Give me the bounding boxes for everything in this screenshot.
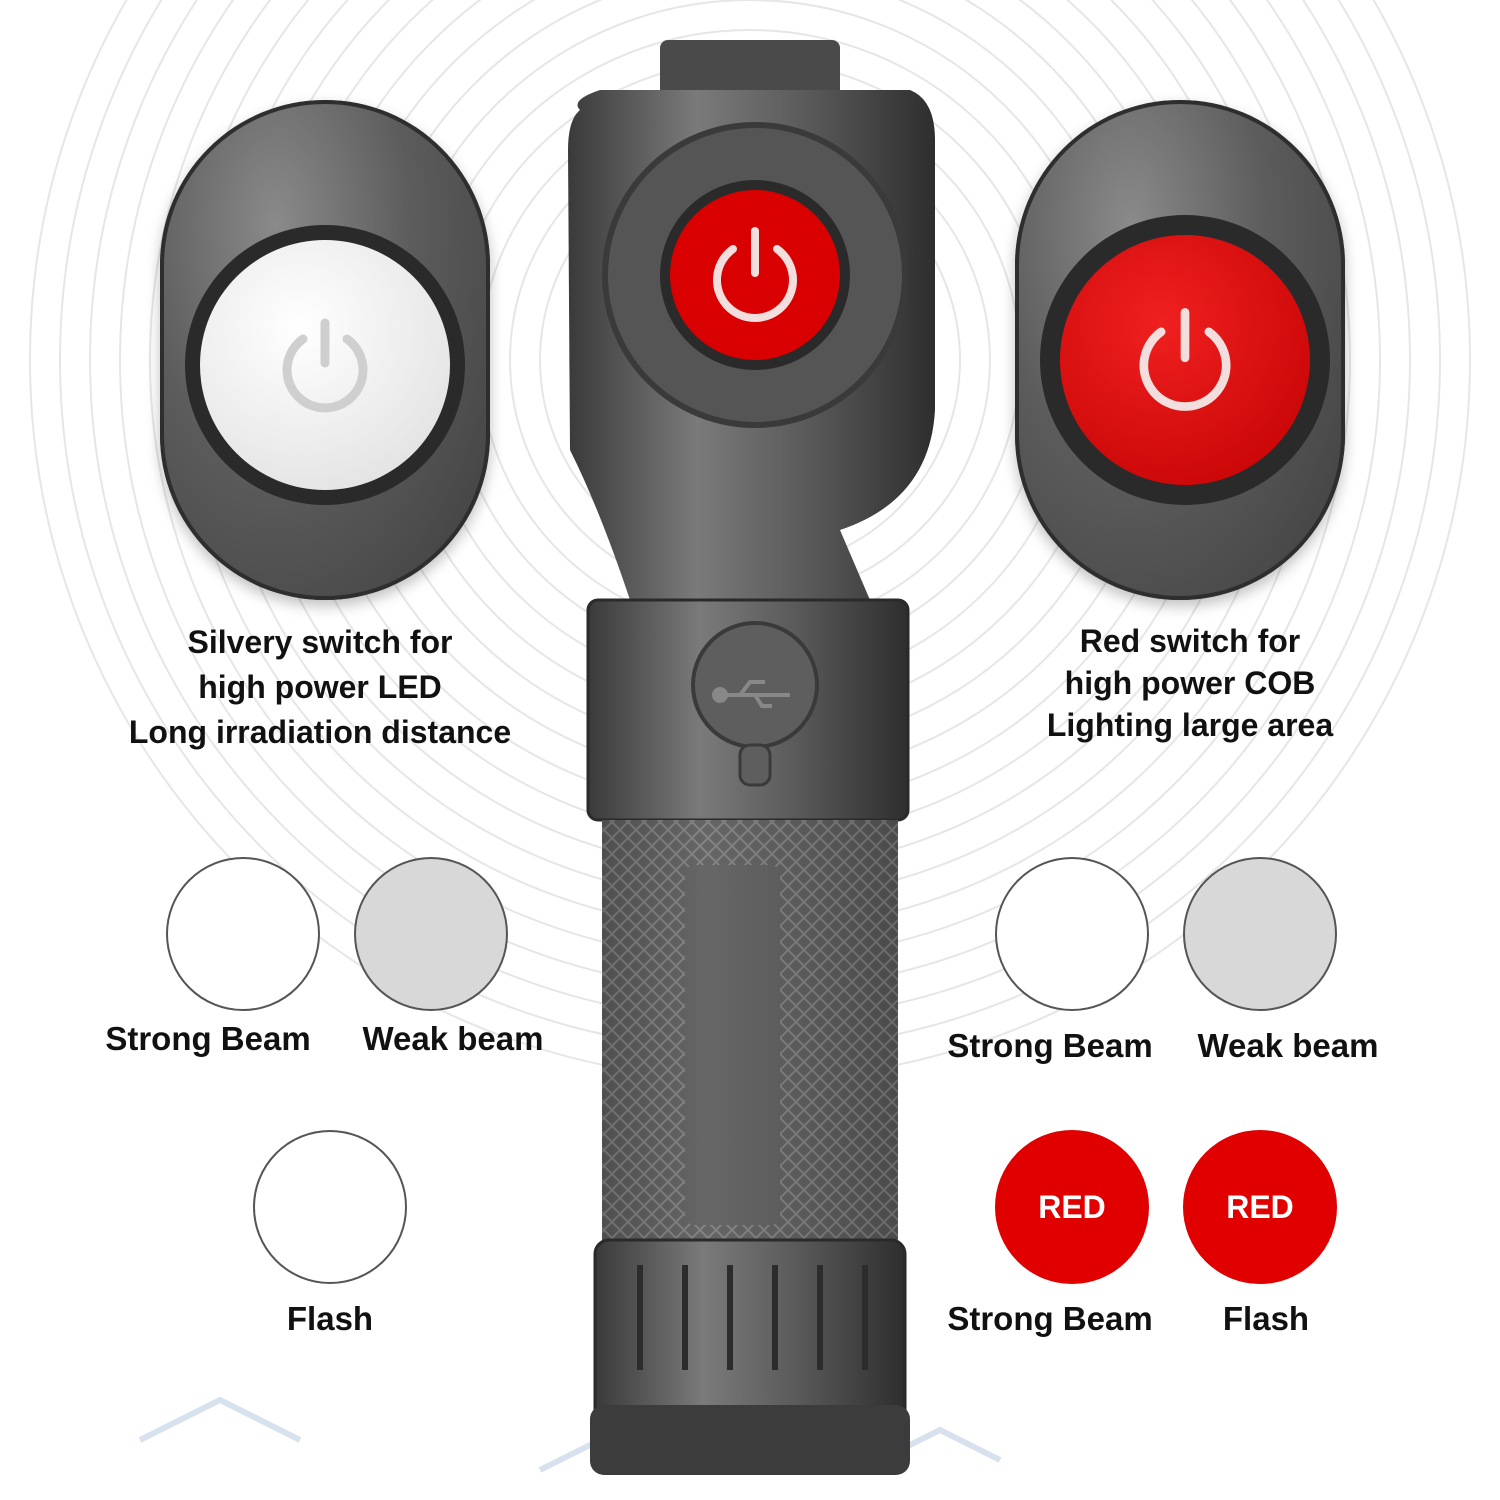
red-switch-face: [1060, 235, 1310, 485]
mode-swatch-red-flash: RED: [1183, 1130, 1337, 1284]
power-icon: [1139, 308, 1231, 411]
usb-cover-tab: [738, 743, 772, 787]
flashlight-head-top: [660, 40, 840, 100]
caption-line: Long irradiation distance: [128, 714, 512, 750]
mode-label-red-strong-beam: Strong Beam: [947, 1300, 1153, 1337]
red-switch-caption: Red switch for high power COB Lighting l…: [1000, 620, 1380, 746]
red-mode-text: RED: [1038, 1188, 1106, 1225]
mode-swatch-strong-beam: [995, 857, 1149, 1011]
usb-icon: [712, 680, 790, 708]
mode-swatch-weak-beam: [354, 857, 508, 1011]
flashlight-tail-ring: [590, 1405, 910, 1475]
caption-line: Red switch for: [1079, 623, 1301, 659]
caption-line: Silvery switch for: [187, 624, 453, 660]
mode-label-weak-beam: Weak beam: [362, 1020, 544, 1057]
silvery-switch-button: [185, 225, 465, 505]
mode-label-flash: Flash: [286, 1300, 374, 1337]
mode-label-red-flash: Flash: [1222, 1300, 1310, 1337]
mode-swatch-strong-beam: [166, 857, 320, 1011]
silvery-switch-face: [200, 240, 450, 490]
silvery-switch-caption: Silvery switch for high power LED Long i…: [95, 620, 545, 755]
caption-line: Lighting large area: [1046, 707, 1334, 743]
silvery-switch-closeup: [160, 100, 490, 600]
usb-port-cover: [691, 621, 819, 749]
red-switch-button: [1040, 215, 1330, 505]
caption-line: high power LED: [198, 669, 442, 705]
mode-label-weak-beam: Weak beam: [1197, 1027, 1379, 1064]
mode-swatch-flash: [253, 1130, 407, 1284]
mode-swatch-red-strong-beam: RED: [995, 1130, 1149, 1284]
mode-label-strong-beam: Strong Beam: [105, 1020, 311, 1057]
red-mode-text: RED: [1226, 1188, 1294, 1225]
mode-swatch-weak-beam: [1183, 857, 1337, 1011]
caption-line: high power COB: [1064, 665, 1316, 701]
flashlight-body-shade: [602, 820, 898, 1240]
red-switch-closeup: [1015, 100, 1345, 600]
power-icon: [282, 318, 368, 413]
mode-label-strong-beam: Strong Beam: [947, 1027, 1153, 1064]
power-icon: [713, 227, 797, 322]
flashlight-illustration: [568, 40, 935, 1475]
